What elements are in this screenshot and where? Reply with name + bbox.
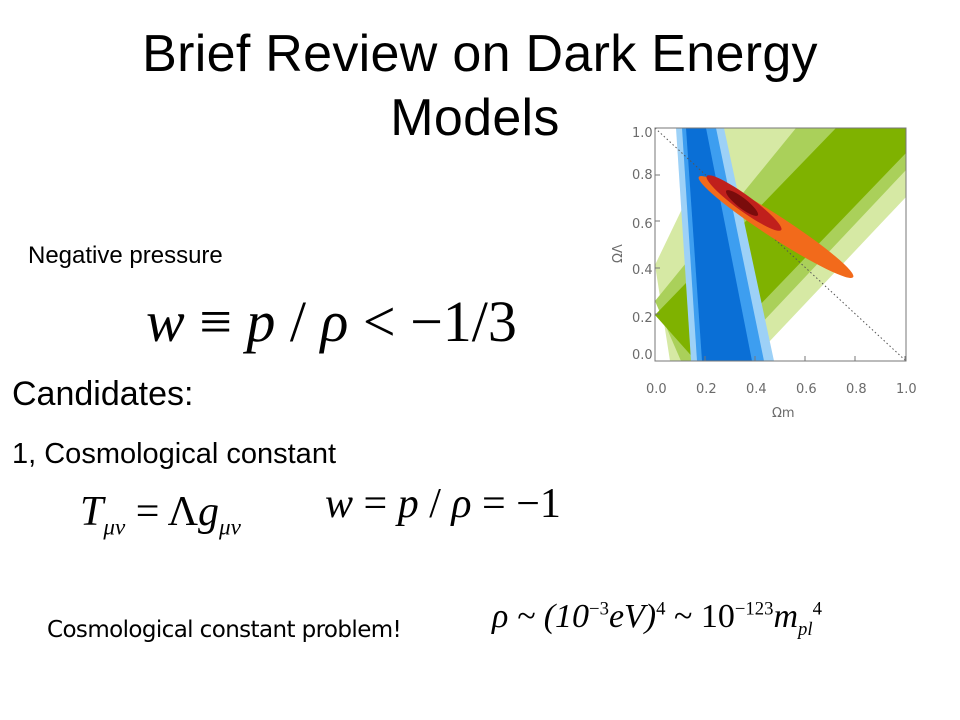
x-tick-5: 1.0 <box>896 382 917 397</box>
eq-g-sub: μν <box>219 513 241 540</box>
eq-p: p <box>246 289 276 354</box>
eq3-ev: eV) <box>608 598 657 635</box>
eq2-w: w <box>325 481 354 527</box>
negative-pressure-label: Negative pressure <box>28 242 223 269</box>
title-line-2: Models <box>390 89 560 147</box>
plot-frame <box>654 127 907 362</box>
eq3-rho: ρ ~ (10 <box>492 598 590 635</box>
y-tick-1: 0.2 <box>632 311 653 326</box>
eq-equiv: ≡ <box>184 289 247 354</box>
eq3-exp1: −3 <box>589 598 609 620</box>
eq-bound: < −1/3 <box>348 289 517 354</box>
eq2-rho: ρ <box>451 481 472 527</box>
eq-T-sub: μν <box>103 513 126 540</box>
x-tick-4: 0.8 <box>846 382 867 397</box>
w-value-equation: w = p / ρ = −1 <box>325 480 561 528</box>
y-tick-2: 0.4 <box>632 263 653 278</box>
eq-slash: / <box>275 289 321 354</box>
title-line-1: Brief Review on Dark Energy <box>142 25 818 83</box>
eq3-m: m <box>773 598 799 635</box>
y-tick-0: 0.0 <box>632 348 653 363</box>
x-tick-2: 0.4 <box>746 382 767 397</box>
stress-tensor-equation: Tμν = Λgμν <box>80 488 241 540</box>
eq-T: T <box>80 489 104 535</box>
cosmological-constant-problem: Cosmological constant problem! <box>47 617 402 643</box>
candidate-cosmological-constant: 1, Cosmological constant <box>12 438 336 470</box>
x-tick-3: 0.6 <box>796 382 817 397</box>
eq-g: g <box>198 489 220 535</box>
eq-rho: ρ <box>320 289 349 354</box>
eq2-equals: = <box>353 481 398 527</box>
candidates-heading: Candidates: <box>12 375 194 413</box>
plot-ticks <box>654 127 906 362</box>
y-axis-label: ΩΛ <box>611 244 626 263</box>
y-tick-3: 0.6 <box>632 217 653 232</box>
eq3-exp2: 4 <box>656 598 666 620</box>
eq2-slash: / <box>418 481 452 527</box>
dark-red-contour <box>725 190 759 216</box>
x-axis-label: Ωm <box>772 406 795 421</box>
vacuum-energy-equation: ρ ~ (10−3eV)4 ~ 10−123mpl4 <box>492 598 822 641</box>
blue-band-dark <box>686 128 752 361</box>
omega-constraint-plot: 0.0 0.2 0.4 0.6 0.8 1.0 0.0 0.2 0.4 0.6 … <box>611 126 917 421</box>
y-tick-4: 0.8 <box>632 168 653 183</box>
x-tick-1: 0.2 <box>696 382 717 397</box>
eq-w: w <box>146 289 185 354</box>
eq3-msub: pl <box>798 618 813 640</box>
slide-title: Brief Review on Dark Energy Models <box>0 22 960 150</box>
eq3-exp3: −123 <box>734 598 774 620</box>
y-tick-5: 1.0 <box>632 126 653 141</box>
eq-lambda: = Λ <box>125 489 199 535</box>
x-tick-0: 0.0 <box>646 382 667 397</box>
eq3-mid: ~ 10 <box>665 598 735 635</box>
eq2-value: = −1 <box>471 481 561 527</box>
eq3-mexp: 4 <box>812 598 822 620</box>
eq2-p: p <box>397 481 419 527</box>
flat-universe-line <box>655 128 906 361</box>
w-definition-equation: w ≡ p / ρ < −1/3 <box>146 288 517 355</box>
